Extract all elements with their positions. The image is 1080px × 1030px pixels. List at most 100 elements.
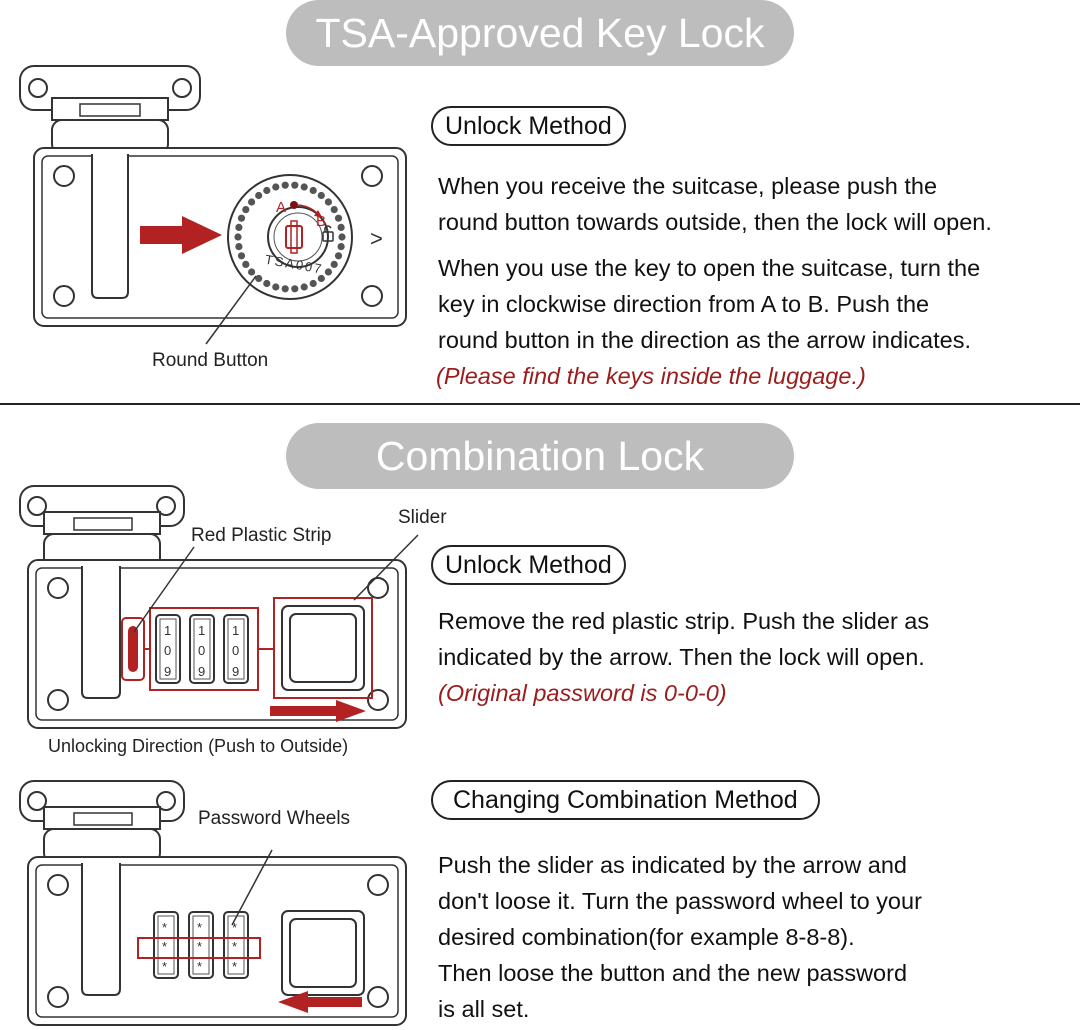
dial-dot: [235, 223, 243, 231]
password-wheel-2: 1 0 9: [189, 614, 215, 684]
tsa-section: TSA-Approved Key Lock: [0, 0, 1080, 405]
dial-dot: [242, 206, 250, 214]
tsa-paragraph2-line: When you use the key to open the suitcas…: [438, 255, 981, 281]
dial-dot: [309, 186, 317, 195]
dial-dot: [281, 181, 289, 189]
combo-change-method-label: Changing Combination Method: [431, 780, 820, 820]
dial-dot: [281, 285, 289, 293]
svg-text:1: 1: [164, 623, 171, 638]
arrow-left-icon: [278, 991, 362, 1013]
callout-round-button: Round Button: [152, 350, 269, 371]
svg-text:9: 9: [164, 664, 171, 679]
dial-dot: [237, 214, 246, 222]
tsa-paragraph1-line: When you receive the suitcase, please pu…: [438, 173, 938, 199]
dial-dot: [291, 181, 299, 189]
dial-dot: [330, 260, 338, 268]
svg-text:*: *: [232, 920, 237, 935]
dial-dot: [242, 260, 250, 268]
screw-bottom-right: [361, 285, 383, 307]
tsa-title: TSA-Approved Key Lock: [286, 0, 794, 66]
dial-dot: [263, 186, 271, 195]
screw-bottom-left: [53, 285, 75, 307]
dial-dot: [255, 274, 263, 283]
password-wheel-3: 1 0 9: [223, 614, 249, 684]
combo-change-line: Push the slider as indicated by the arro…: [438, 852, 907, 878]
screw-top-left: [53, 165, 75, 187]
combo-change-diagram: * * * * * * * * *: [19, 780, 407, 1026]
svg-text:0: 0: [232, 643, 239, 658]
hinge-hole-right: [172, 78, 192, 98]
combo-unlock-diagram: 1 0 9 1 0 9 1 0 9: [19, 485, 419, 729]
dial-dot: [235, 243, 243, 251]
combo-section: Combination Lock 1 0 9 1 0: [0, 405, 1080, 1030]
svg-text:*: *: [162, 920, 167, 935]
dial-dot: [272, 283, 280, 291]
wheel-selection-band: [137, 937, 261, 959]
password-wheel-1: 1 0 9: [155, 614, 181, 684]
hinge-hole-left: [28, 78, 48, 98]
dial-dot: [337, 223, 345, 231]
combo-change-line: don't loose it. Turn the password wheel …: [438, 888, 922, 914]
svg-text:*: *: [162, 959, 167, 974]
combo-change-line: Then loose the button and the new passwo…: [438, 960, 908, 986]
password-wheel-b: * * *: [188, 911, 214, 979]
caption-unlocking-direction: Unlocking Direction (Push to Outside): [48, 736, 349, 756]
combo-unlock-method-label: Unlock Method: [431, 545, 626, 585]
combo-change-line: is all set.: [438, 996, 530, 1022]
tsa-lock-diagram: A B TSA007 >: [19, 65, 407, 345]
section-divider: [0, 403, 1080, 405]
svg-text:9: 9: [198, 664, 205, 679]
dial-dot: [272, 183, 280, 191]
arrow-right-icon: [270, 700, 366, 722]
svg-text:0: 0: [164, 643, 171, 658]
callout-line-strip: [133, 546, 195, 633]
svg-text:*: *: [197, 939, 202, 954]
svg-text:0: 0: [198, 643, 205, 658]
tsa-paragraph2-line: round button in the direction as the arr…: [438, 327, 971, 353]
combo-unlock-line: indicated by the arrow. Then the lock wi…: [438, 644, 925, 670]
svg-text:9: 9: [232, 664, 239, 679]
dial-dot: [324, 268, 332, 276]
dial-dot: [248, 268, 256, 276]
svg-text:*: *: [197, 920, 202, 935]
callout-line-wheels: [231, 849, 273, 926]
lock-icon: [285, 220, 303, 254]
combo-change-line: desired combination(for example 8-8-8).: [438, 924, 855, 950]
password-wheel-c: * * *: [223, 911, 249, 979]
dial-dot: [317, 274, 325, 283]
callout-line-round-button: [205, 275, 257, 345]
svg-text:*: *: [232, 939, 237, 954]
callout-red-plastic-strip: Red Plastic Strip: [191, 525, 332, 546]
svg-text:*: *: [162, 939, 167, 954]
combo-unlock-line: Remove the red plastic strip. Push the s…: [438, 608, 930, 634]
tsa-paragraph1-line: round button towards outside, then the l…: [438, 209, 992, 235]
dial-dot: [330, 206, 338, 214]
password-wheel-a: * * *: [153, 911, 179, 979]
svg-text:*: *: [197, 959, 202, 974]
dial-dot: [300, 183, 308, 191]
dial-dot: [317, 191, 325, 200]
arrow-right-icon: [140, 216, 222, 254]
dial-dot: [300, 283, 308, 291]
dial-dot: [334, 214, 343, 222]
callout-password-wheels: Password Wheels: [198, 808, 351, 829]
dial-dot: [338, 233, 346, 241]
dial-dot: [291, 285, 299, 293]
dial-dot: [263, 279, 271, 288]
svg-text:*: *: [232, 959, 237, 974]
dial-dot: [237, 252, 246, 260]
dial-dot: [248, 198, 256, 206]
callout-line-slider: [353, 534, 419, 601]
chevron-icon: >: [370, 226, 383, 251]
padlock-icon: [322, 225, 334, 242]
screw-top-right: [361, 165, 383, 187]
dial-mark-a: A: [276, 199, 286, 216]
svg-text:1: 1: [198, 623, 205, 638]
dial-dots: [234, 181, 346, 293]
callout-slider: Slider: [398, 507, 447, 528]
svg-text:1: 1: [232, 623, 239, 638]
dial-dot: [234, 233, 242, 241]
dial-dot: [334, 252, 343, 260]
dial-dot: [309, 279, 317, 288]
dial-dot: [324, 198, 332, 206]
